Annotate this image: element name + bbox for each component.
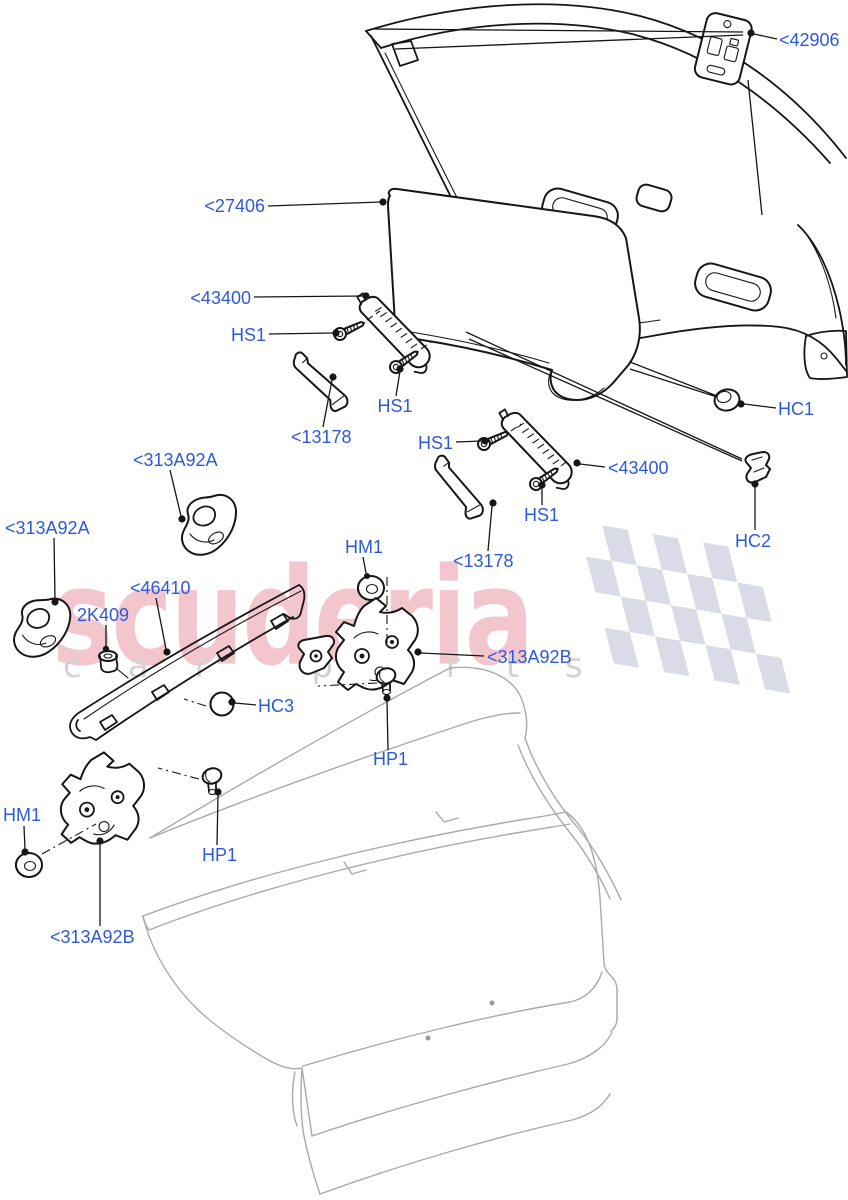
- part-label-hs1-3: HS1: [417, 433, 453, 453]
- assembly-guide-lines: [41, 577, 388, 855]
- part-label-hp1-2: HP1: [202, 845, 238, 865]
- clip-hc2-drawing: [744, 451, 771, 484]
- part-label-313a92a-2[interactable]: <313A92A: [5, 518, 90, 538]
- part-label-13178-2[interactable]: <13178: [453, 551, 514, 571]
- rear-glass-drawing: [149, 666, 622, 901]
- part-label-13178-1[interactable]: <13178: [291, 427, 352, 447]
- part-label-43400-2[interactable]: <43400: [608, 458, 669, 478]
- part-label-2k409: 2K409: [77, 605, 130, 625]
- checkered-flag-watermark: [586, 525, 791, 694]
- part-label-hm1-1: HM1: [345, 537, 384, 557]
- part-label-313a92b-1[interactable]: <313A92B: [487, 647, 572, 667]
- part-label-313a92b-2[interactable]: <313A92B: [50, 927, 135, 947]
- part-label-hs1-4: HS1: [524, 505, 560, 525]
- part-label-46410[interactable]: <46410: [130, 578, 191, 598]
- part-label-313a92a-1[interactable]: <313A92A: [133, 450, 218, 470]
- sill-trim-46410-drawing: [69, 584, 306, 741]
- part-label-hp1-1: HP1: [373, 749, 409, 769]
- nut-hc1-drawing: [713, 388, 741, 412]
- part-label-hc2: HC2: [735, 531, 772, 551]
- part-42906-drawing: [693, 12, 753, 86]
- part-label-27406[interactable]: <27406: [204, 196, 265, 216]
- part-label-hm1-2: HM1: [3, 805, 42, 825]
- part-label-hc3: HC3: [258, 696, 295, 716]
- part-label-hs1-1: HS1: [230, 325, 266, 345]
- part-label-hc1: HC1: [778, 399, 815, 419]
- tailgate-outer-panel-drawing: [142, 811, 618, 1195]
- part-label-hs1-2: HS1: [377, 396, 413, 416]
- part-label-43400-1[interactable]: <43400: [190, 288, 251, 308]
- part-label-42906[interactable]: <42906: [779, 30, 840, 50]
- grommet-hc3-drawing: [209, 691, 235, 717]
- leader-lines: [21, 28, 778, 926]
